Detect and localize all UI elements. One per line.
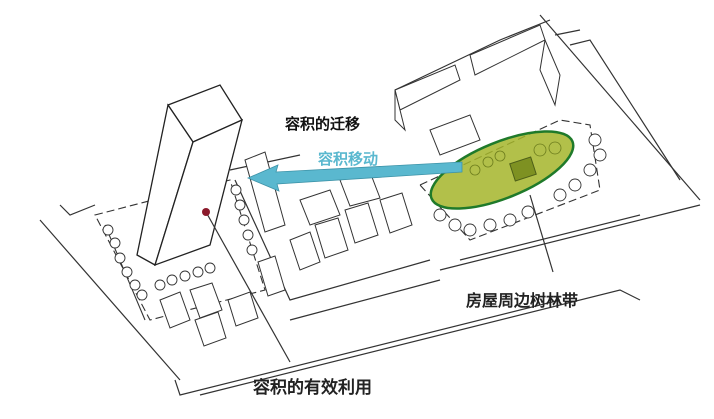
street-lines <box>39 14 701 396</box>
green-tree-belt-zone <box>429 130 575 210</box>
slab-buildings <box>394 24 561 156</box>
houses-bottom <box>159 255 286 347</box>
trees-right <box>433 133 607 237</box>
trees-left <box>102 184 258 301</box>
label-tree-belt: 房屋周边树林带 <box>466 291 579 310</box>
leader-lines <box>205 194 554 363</box>
marker-dot <box>202 208 210 216</box>
middle-buildings <box>244 151 413 271</box>
label-floor-area-migration: 容积的迁移 <box>285 115 361 133</box>
tower <box>136 84 243 267</box>
label-floor-area-move: 容积移动 <box>318 150 379 168</box>
label-effective-use: 容积的有效利用 <box>253 378 372 398</box>
floor-area-arrow <box>246 161 463 192</box>
